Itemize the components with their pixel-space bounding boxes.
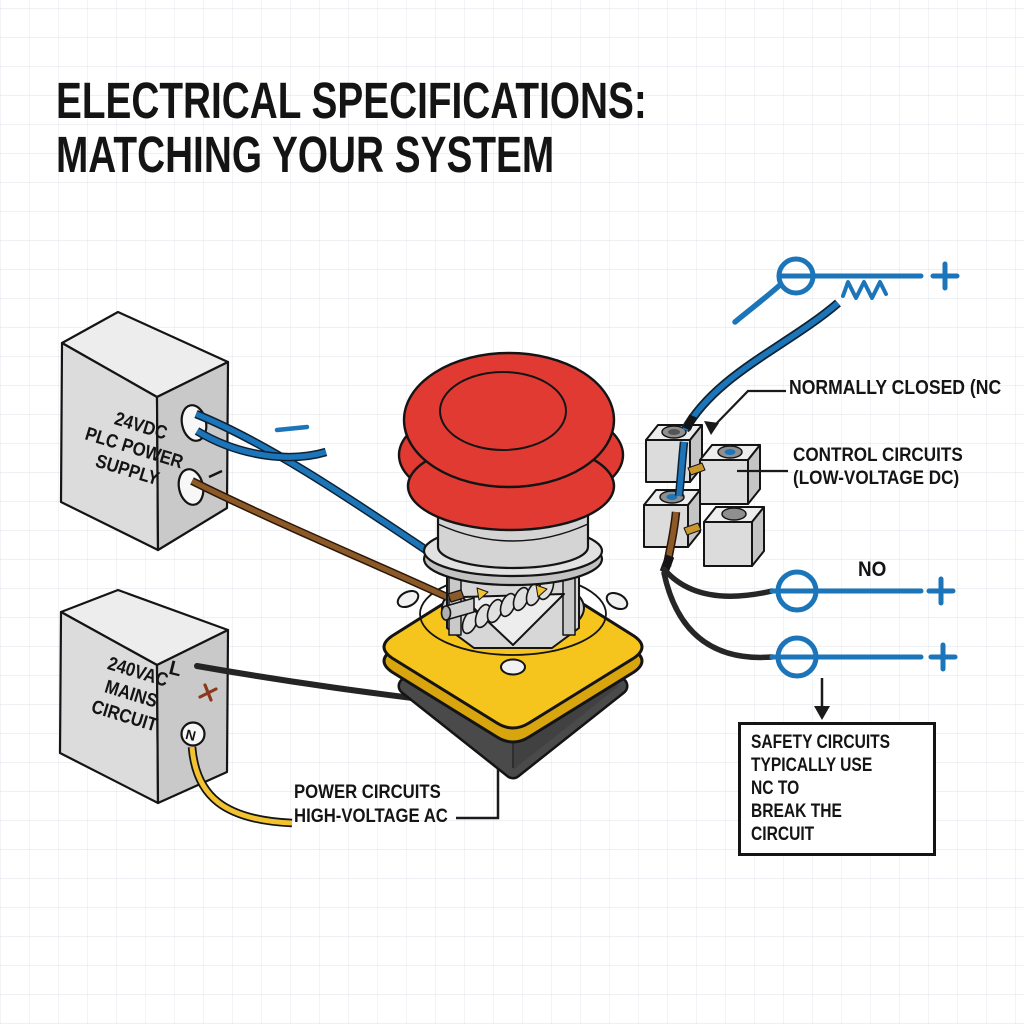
minus-tick: [208, 469, 223, 479]
black-wire-no: [661, 566, 775, 599]
power-circuits-leader-line: [456, 752, 500, 820]
control-circuits-label: CONTROL CIRCUITS (LOW-VOLTAGE DC): [793, 445, 963, 489]
power-circuits-label: POWER CIRCUITS HIGH-VOLTAGE AC: [294, 782, 448, 827]
safety-note-text: SAFETY CIRCUITS TYPICALLY USE NC TO BREA…: [751, 732, 891, 845]
plate-mounting-holes: [396, 589, 629, 676]
blue-nc-wire: [674, 299, 841, 497]
yellow-neutral-wire: [187, 746, 293, 828]
arrowhead: [814, 706, 830, 720]
terminal-output-wires: [659, 511, 775, 661]
arrowhead: [704, 421, 719, 435]
spare-circuit-symbol: [769, 635, 958, 679]
wire-ferrule: [683, 414, 697, 431]
minus-dash: [274, 424, 310, 433]
plus-terminal-no: [926, 576, 956, 606]
contact-circle-no: [775, 569, 819, 613]
page-title: ELECTRICAL SPECIFICATIONS: MATCHING YOUR…: [56, 72, 647, 183]
terminal-blocks: [643, 424, 765, 567]
red-mushroom-cap: [397, 351, 625, 532]
plus-terminal-nc: [930, 261, 960, 291]
nc-leader-line: [704, 389, 786, 435]
safety-down-arrow: [814, 678, 830, 720]
live-plus-mark: [198, 683, 218, 702]
contact-circle-spare: [775, 635, 819, 679]
contact-circle-nc: [776, 256, 816, 296]
nc-circuit-symbol: [732, 256, 960, 325]
brown-wire-lug: [447, 589, 465, 603]
safety-note-box: SAFETY CIRCUITS TYPICALLY USE NC TO BREA…: [738, 722, 936, 856]
neutral-terminal: [180, 721, 206, 747]
no-circuit-symbol: [769, 569, 956, 613]
brown-dc-wire: [190, 477, 460, 606]
blue-stub-wire: [732, 282, 783, 325]
mains-circuit-box: [58, 588, 230, 805]
black-wire-spare: [661, 570, 775, 661]
no-contact-label: NO: [858, 558, 887, 581]
normally-closed-label: NORMALLY CLOSED (NC: [789, 377, 1002, 399]
plus-terminal-spare: [928, 642, 958, 672]
resistor-symbol: [841, 280, 888, 300]
